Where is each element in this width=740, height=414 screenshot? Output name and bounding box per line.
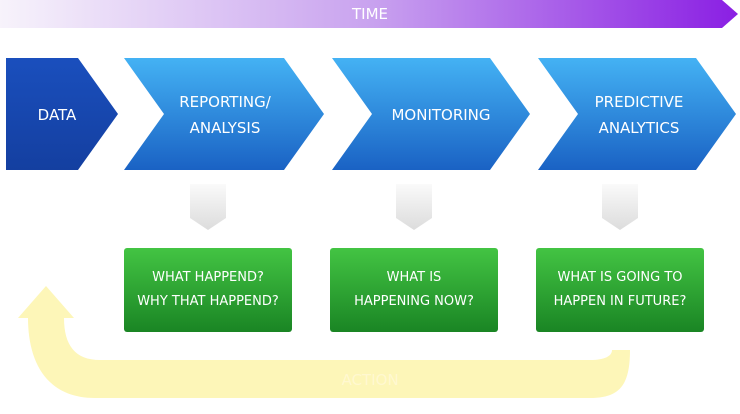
chevron-predictive [538,58,736,170]
chevron-reporting-label: REPORTING/ ANALYSIS [179,92,271,137]
question-3-label: WHAT IS GOING TO HAPPEN IN FUTURE? [553,270,687,309]
chevron-data-label: DATA [37,105,77,124]
action-label: ACTION [341,371,399,389]
question-box-1 [124,248,292,332]
question-box-2 [330,248,498,332]
chevron-reporting [124,58,324,170]
action-arrow [18,286,630,398]
time-arrow [0,0,738,28]
connector-2 [396,184,432,230]
time-label: TIME [351,5,388,23]
question-1-label: WHAT HAPPEND? WHY THAT HAPPEND? [137,270,279,309]
chevron-data [6,58,118,170]
question-box-3 [536,248,704,332]
question-2-label: WHAT IS HAPPENING NOW? [354,270,474,309]
chevron-monitoring [332,58,530,170]
chevron-predictive-label: PREDICTIVE ANALYTICS [594,92,684,137]
chevron-monitoring-label: MONITORING [391,105,491,124]
connector-3 [602,184,638,230]
connector-1 [190,184,226,230]
